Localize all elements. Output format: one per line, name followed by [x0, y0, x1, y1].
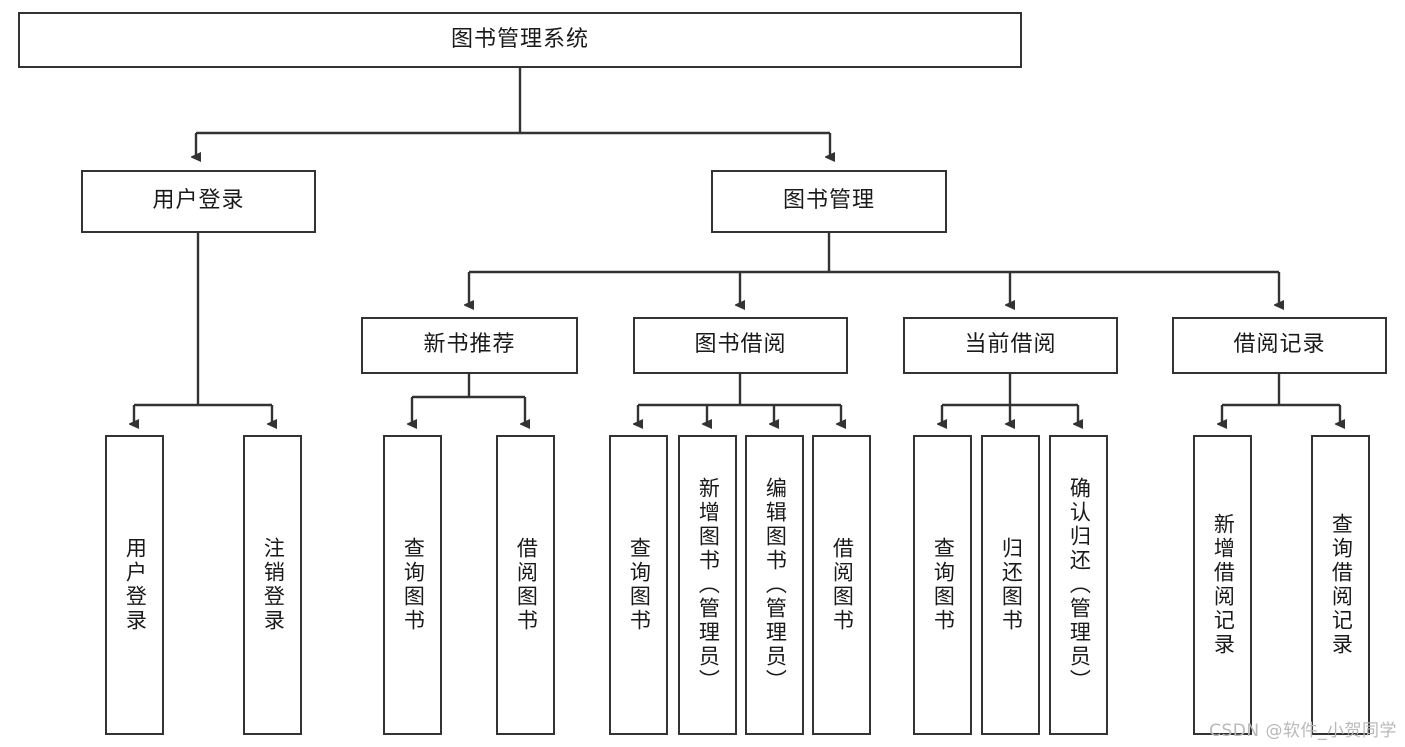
- node-label: 用户登录: [123, 537, 148, 633]
- node-leaf-query-borrow-record[interactable]: 查询借阅记录: [1311, 435, 1370, 735]
- node-new-book-recommend[interactable]: 新书推荐: [361, 317, 578, 374]
- node-borrow-record[interactable]: 借阅记录: [1172, 317, 1387, 374]
- node-label: 查询借阅记录: [1329, 513, 1354, 657]
- node-label: 当前借阅: [964, 332, 1057, 358]
- node-label: 图书管理: [782, 188, 875, 214]
- watermark-text: CSDN @软件_小贺同学: [1209, 721, 1397, 741]
- node-leaf-query-book-current[interactable]: 查询图书: [913, 435, 972, 735]
- node-label: 借阅记录: [1233, 332, 1326, 358]
- node-label: 用户登录: [152, 188, 245, 214]
- node-book-borrow[interactable]: 图书借阅: [633, 317, 848, 374]
- node-label: 查询图书: [931, 537, 956, 633]
- node-leaf-add-book-admin[interactable]: 新增图书（管理员）: [678, 435, 737, 735]
- node-leaf-user-login[interactable]: 用户登录: [105, 435, 164, 735]
- node-label: 注销登录: [261, 537, 286, 633]
- node-user-login[interactable]: 用户登录: [81, 170, 316, 233]
- node-label: 图书管理系统: [450, 26, 589, 52]
- node-leaf-query-book-borrow[interactable]: 查询图书: [609, 435, 668, 735]
- node-leaf-borrow-book-recommend[interactable]: 借阅图书: [496, 435, 555, 735]
- node-label: 借阅图书: [830, 537, 855, 633]
- node-label: 确认归还（管理员）: [1067, 477, 1092, 693]
- node-label: 图书借阅: [694, 332, 787, 358]
- node-current-borrow[interactable]: 当前借阅: [903, 317, 1118, 374]
- node-leaf-logout[interactable]: 注销登录: [243, 435, 302, 735]
- node-leaf-query-book-recommend[interactable]: 查询图书: [383, 435, 442, 735]
- node-leaf-edit-book-admin[interactable]: 编辑图书（管理员）: [745, 435, 804, 735]
- node-label: 新增借阅记录: [1211, 513, 1236, 657]
- node-label: 查询图书: [627, 537, 652, 633]
- node-label: 归还图书: [999, 537, 1024, 633]
- node-label: 新书推荐: [423, 332, 516, 358]
- node-leaf-confirm-return-admin[interactable]: 确认归还（管理员）: [1049, 435, 1108, 735]
- node-leaf-borrow-book[interactable]: 借阅图书: [812, 435, 871, 735]
- node-label: 查询图书: [401, 537, 426, 633]
- node-root-book-management-system[interactable]: 图书管理系统: [18, 12, 1022, 68]
- node-leaf-return-book[interactable]: 归还图书: [981, 435, 1040, 735]
- node-label: 借阅图书: [514, 537, 539, 633]
- node-label: 编辑图书（管理员）: [763, 477, 788, 693]
- node-leaf-add-borrow-record[interactable]: 新增借阅记录: [1193, 435, 1252, 735]
- node-label: 新增图书（管理员）: [696, 477, 721, 693]
- node-book-management[interactable]: 图书管理: [711, 170, 947, 233]
